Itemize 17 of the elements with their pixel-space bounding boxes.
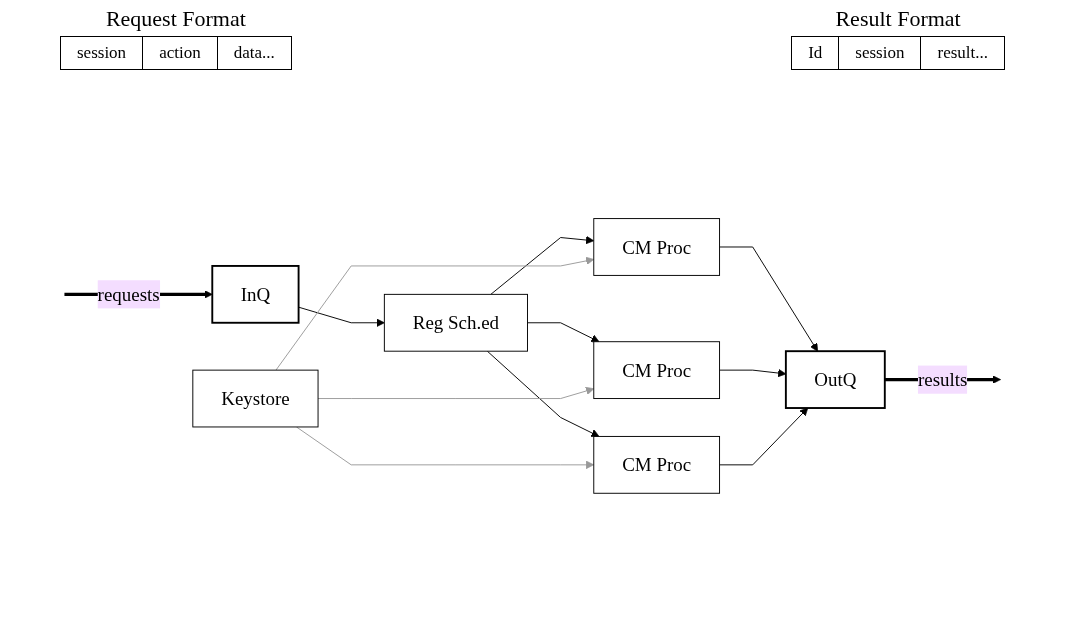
edge-label: results — [917, 369, 968, 391]
table-title: Result Format — [835, 6, 961, 32]
node-box: CM Proc — [593, 436, 721, 494]
table-cell: session — [61, 37, 144, 69]
node-box: Keystore — [192, 369, 319, 428]
node-box: Reg Sch.ed — [383, 293, 528, 352]
edge-label: requests — [97, 284, 160, 305]
table-title: Request Format — [105, 6, 246, 32]
table-cell: session — [839, 37, 922, 69]
table-cell-text: data... — [232, 42, 276, 64]
node-box: CM Proc — [593, 218, 721, 276]
node-box: InQ — [211, 265, 300, 324]
table-cell: action — [143, 37, 218, 69]
table-cell-text: result... — [936, 42, 989, 64]
node-box: OutQ — [784, 350, 886, 410]
table-cell: Id — [792, 37, 840, 69]
node-box: CM Proc — [593, 341, 721, 400]
